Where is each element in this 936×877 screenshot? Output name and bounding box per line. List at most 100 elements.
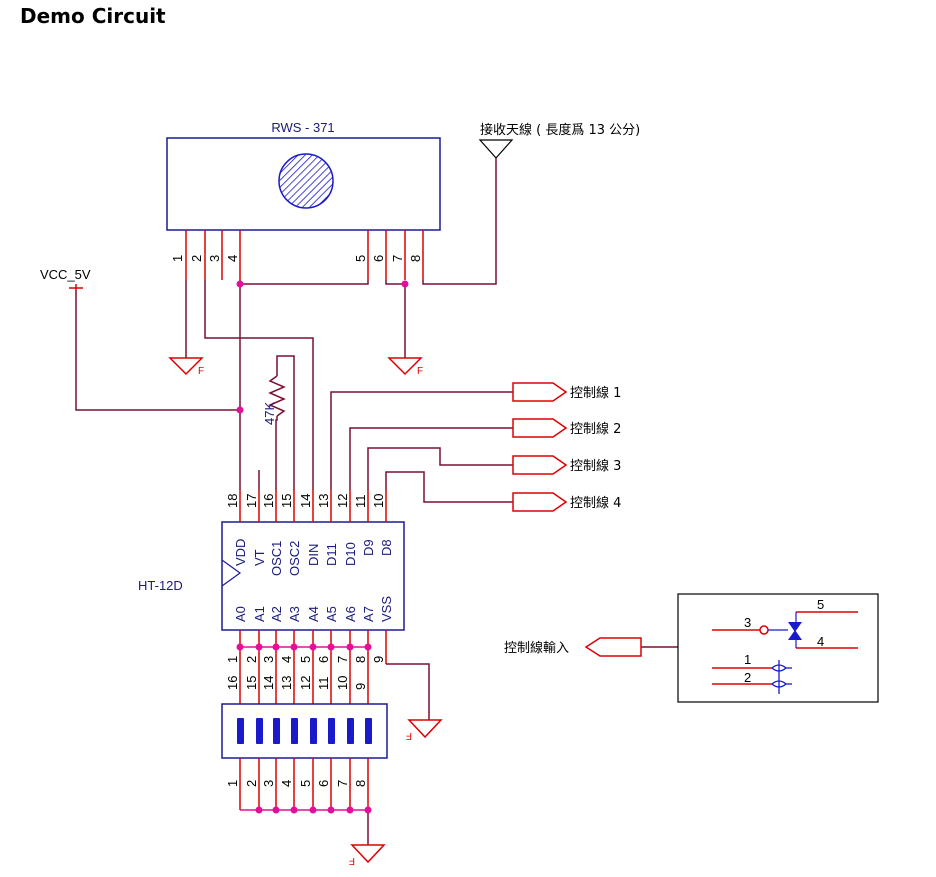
receiver-pin-8: 8	[408, 255, 423, 262]
dip-switch-lever	[328, 718, 335, 744]
dip-switch-lever	[310, 718, 317, 744]
relay-contact-icon	[788, 622, 802, 640]
relay-input-label: 控制線輸入	[504, 640, 569, 656]
output-label-4: 控制線 4	[570, 495, 621, 511]
decoder-name-a0: A0	[233, 606, 248, 622]
decoder-pin-10: 10	[371, 494, 386, 508]
vcc-label: VCC_5V	[40, 267, 91, 282]
relay-input-arrow-icon	[584, 637, 642, 657]
decoder-name-osc2: OSC2	[287, 541, 302, 576]
dip-pin-4: 4	[279, 780, 294, 787]
dip-pin-3: 3	[261, 780, 276, 787]
relay-box: 1 2 3 4 5	[677, 593, 879, 703]
decoder-name-a2: A2	[269, 606, 284, 622]
relay-pin-5: 5	[817, 597, 824, 612]
ht-12d-decoder: HT-12D	[138, 521, 405, 631]
decoder-pin-3: 3	[261, 656, 276, 663]
decoder-name-d8: D8	[379, 539, 394, 556]
dip-switch	[221, 703, 388, 759]
receiver-pin-2: 2	[189, 255, 204, 262]
decoder-bottom-stubs	[239, 630, 387, 704]
decoder-pin-17: 17	[244, 494, 259, 508]
output-arrow-icon-4	[512, 492, 568, 512]
decoder-name-a5: A5	[324, 606, 339, 622]
ground-mark-1: F	[198, 366, 204, 377]
dip-pin-14: 14	[261, 676, 276, 690]
decoder-pin-1: 1	[225, 656, 240, 663]
dip-pin-15: 15	[244, 676, 259, 690]
decoder-pin-13: 13	[316, 494, 331, 508]
antenna: 接收天線 ( 長度爲 13 公分)	[478, 122, 640, 159]
ground-icon-4	[350, 844, 386, 864]
relay-pin-2: 2	[744, 670, 751, 685]
dip-bottom-stubs	[239, 758, 369, 810]
ground-mark-2: F	[417, 366, 423, 377]
output-arrow-icon-3	[512, 455, 568, 475]
output-label-3: 控制線 3	[570, 458, 621, 474]
resistor-label: 47K	[262, 402, 277, 425]
receiver-pin-stubs	[185, 230, 424, 280]
ground-icon-3	[407, 719, 443, 739]
dip-switch-lever	[291, 718, 298, 744]
receiver-label: RWS - 371	[271, 120, 334, 135]
dip-switch-lever	[256, 718, 263, 744]
grounds	[168, 357, 443, 864]
decoder-pin-16: 16	[261, 494, 276, 508]
decoder-name-vss: VSS	[379, 596, 394, 622]
decoder-name-osc1: OSC1	[269, 541, 284, 576]
dip-switch-lever	[365, 718, 372, 744]
relay-coil-icon	[771, 660, 792, 694]
decoder-pin-2: 2	[244, 656, 259, 663]
dip-switch-lever	[347, 718, 354, 744]
output-arrow-icon-1	[512, 382, 568, 402]
receiver-pin-5: 5	[353, 255, 368, 262]
page-title: Demo Circuit	[20, 4, 166, 28]
ground-icon-1	[168, 357, 204, 376]
antenna-label: 接收天線 ( 長度爲 13 公分)	[480, 122, 640, 138]
vcc-5v: VCC_5V	[40, 267, 91, 290]
decoder-pin-14: 14	[298, 494, 313, 508]
decoder-name-d9: D9	[361, 539, 376, 556]
decoder-name-din: DIN	[306, 544, 321, 566]
dip-pin-1: 1	[225, 780, 240, 787]
relay-pin-1: 1	[744, 652, 751, 667]
receiver-pin-6: 6	[371, 255, 386, 262]
decoder-name-a1: A1	[252, 606, 267, 622]
output-label-1: 控制線 1	[570, 385, 621, 401]
decoder-pin-4: 4	[279, 656, 294, 663]
dip-switch-lever	[273, 718, 280, 744]
output-connectors	[512, 382, 568, 512]
dip-pin-5: 5	[298, 780, 313, 787]
dip-pin-6: 6	[316, 780, 331, 787]
receiver-pin-1: 1	[170, 255, 185, 262]
dip-pin-11: 11	[316, 677, 331, 691]
decoder-pin-15: 15	[279, 494, 294, 508]
output-label-2: 控制線 2	[570, 421, 621, 437]
decoder-pin-18: 18	[225, 494, 240, 508]
dip-pin-16: 16	[225, 676, 240, 690]
decoder-name-a3: A3	[287, 606, 302, 622]
decoder-pin-9: 9	[371, 656, 386, 663]
dip-switch-lever	[237, 718, 244, 744]
address-dots	[236, 643, 372, 651]
decoder-name-d11: D11	[324, 543, 339, 566]
decoder-pin-8: 8	[353, 656, 368, 663]
decoder-name-d10: D10	[343, 542, 358, 566]
output-arrow-icon-2	[512, 418, 568, 438]
decoder-top-stubs	[239, 490, 387, 522]
decoder-name-a6: A6	[343, 606, 358, 622]
decoder-label: HT-12D	[138, 578, 183, 593]
decoder-name-vdd: VDD	[233, 539, 248, 566]
receiver-pin-4: 4	[225, 255, 240, 262]
receiver-pin-7: 7	[390, 255, 405, 262]
decoder-pin-5: 5	[298, 656, 313, 663]
dip-pin-8: 8	[353, 780, 368, 787]
dip-pin-2: 2	[244, 780, 259, 787]
ground-mark-4: F	[349, 855, 355, 866]
dip-pin-10: 10	[335, 676, 350, 690]
decoder-pin-11: 11	[353, 495, 368, 509]
antenna-icon	[478, 139, 514, 159]
dip-pin-7: 7	[335, 780, 350, 787]
relay-pin-4: 4	[817, 634, 824, 649]
